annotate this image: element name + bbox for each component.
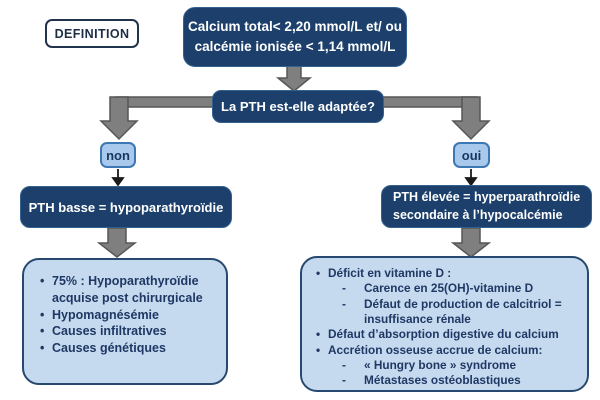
branch-oui-label: oui bbox=[461, 147, 482, 163]
list-item: • Déficit en vitamine D : bbox=[311, 266, 581, 281]
pth-low-result-box: PTH basse = hypoparathyroïdie bbox=[20, 186, 232, 228]
criteria-line-2: calcémie ionisée < 1,14 mmol/L bbox=[194, 39, 396, 54]
bullet-marker: • bbox=[316, 327, 321, 342]
list-item: • 75% : Hypoparathyroïdie acquise post ch… bbox=[35, 273, 220, 307]
bullet-marker: • bbox=[40, 274, 45, 288]
list-item-text: « Hungry bone » syndrome bbox=[364, 357, 517, 372]
hypoparathyroidism-causes-box: • 75% : Hypoparathyroïdie acquise post ch… bbox=[22, 258, 228, 385]
list-item: • Hypomagnésémie bbox=[35, 307, 220, 324]
list-item: • Défaut d’absorption digestive du calciu… bbox=[311, 327, 581, 342]
secondary-hyperparathyroidism-causes-list: •Déficit en vitamine D :-Carence en 25(O… bbox=[311, 266, 581, 389]
pth-high-result-box: PTH élevée = hyperparathroïdie secondair… bbox=[381, 185, 592, 228]
connector-left-branch-arrow bbox=[99, 96, 139, 141]
branch-non-label: non bbox=[106, 147, 130, 163]
list-item: - Défaut de production de calcitriol = in… bbox=[311, 297, 581, 328]
list-item-text: Causes infiltratives bbox=[52, 324, 167, 339]
list-item-text: Carence en 25(OH)-vitamine D bbox=[364, 281, 534, 296]
secondary-hyperparathyroidism-causes-box: •Déficit en vitamine D :-Carence en 25(O… bbox=[300, 256, 589, 392]
branch-non-box: non bbox=[100, 142, 136, 168]
list-item-text: Défaut de production de calcitriol = ins… bbox=[364, 296, 562, 326]
definition-label: DEFINITION bbox=[54, 26, 130, 41]
list-item-text: 75% : Hypoparathyroïdie acquise post chi… bbox=[52, 274, 203, 305]
connector-oui-arrow-head bbox=[464, 177, 478, 187]
connector-right-branch-arrow bbox=[451, 96, 491, 141]
bullet-marker: • bbox=[40, 307, 45, 322]
list-item-text: Déficit en vitamine D : bbox=[328, 266, 452, 280]
hypoparathyroidism-causes-list: • 75% : Hypoparathyroïdie acquise post ch… bbox=[35, 273, 220, 357]
criteria-box: Calcium total< 2,20 mmol/L et/ ou calcém… bbox=[183, 7, 407, 67]
branch-oui-box: oui bbox=[453, 142, 490, 168]
pth-question-label: La PTH est-elle adaptée? bbox=[221, 99, 375, 114]
list-item: - « Hungry bone » syndrome bbox=[311, 358, 581, 373]
list-item-text: Métastases ostéoblastiques bbox=[364, 373, 521, 388]
pth-high-result-line-2: secondaire à l’hypocalcémie bbox=[393, 207, 563, 222]
pth-question-box: La PTH est-elle adaptée? bbox=[212, 90, 384, 123]
bullet-marker: - bbox=[342, 281, 346, 296]
list-item: • Accrétion osseuse accrue de calcium: bbox=[311, 343, 581, 358]
bullet-marker: • bbox=[316, 342, 321, 357]
connector-left-down-arrow bbox=[96, 227, 138, 258]
list-item-text: Hypomagnésémie bbox=[52, 307, 159, 322]
connector-non-arrow-head bbox=[111, 177, 125, 187]
list-item: • Causes génétiques bbox=[35, 340, 220, 357]
pth-high-result-line-1: PTH élevée = hyperparathroïdie bbox=[393, 190, 581, 204]
list-item: - Métastases ostéoblastiques bbox=[311, 373, 581, 388]
bullet-marker: • bbox=[316, 266, 321, 280]
bullet-marker: • bbox=[40, 324, 45, 339]
list-item: • Causes infiltratives bbox=[35, 323, 220, 340]
bullet-marker: - bbox=[342, 373, 346, 388]
list-item: - Carence en 25(OH)-vitamine D bbox=[311, 281, 581, 296]
list-item-text: Accrétion osseuse accrue de calcium: bbox=[328, 342, 543, 357]
pth-low-result-label: PTH basse = hypoparathyroïdie bbox=[28, 199, 224, 215]
bullet-marker: - bbox=[342, 296, 346, 311]
list-item-text: Défaut d’absorption digestive du calcium bbox=[328, 327, 559, 342]
bullet-marker: • bbox=[40, 341, 45, 355]
list-item-text: Causes génétiques bbox=[52, 341, 166, 355]
connector-top-arrow bbox=[275, 64, 313, 92]
definition-badge: DEFINITION bbox=[45, 19, 139, 48]
bullet-marker: - bbox=[342, 357, 346, 372]
connector-right-down-arrow bbox=[450, 227, 492, 258]
criteria-line-1: Calcium total< 2,20 mmol/L et/ ou bbox=[188, 18, 402, 34]
